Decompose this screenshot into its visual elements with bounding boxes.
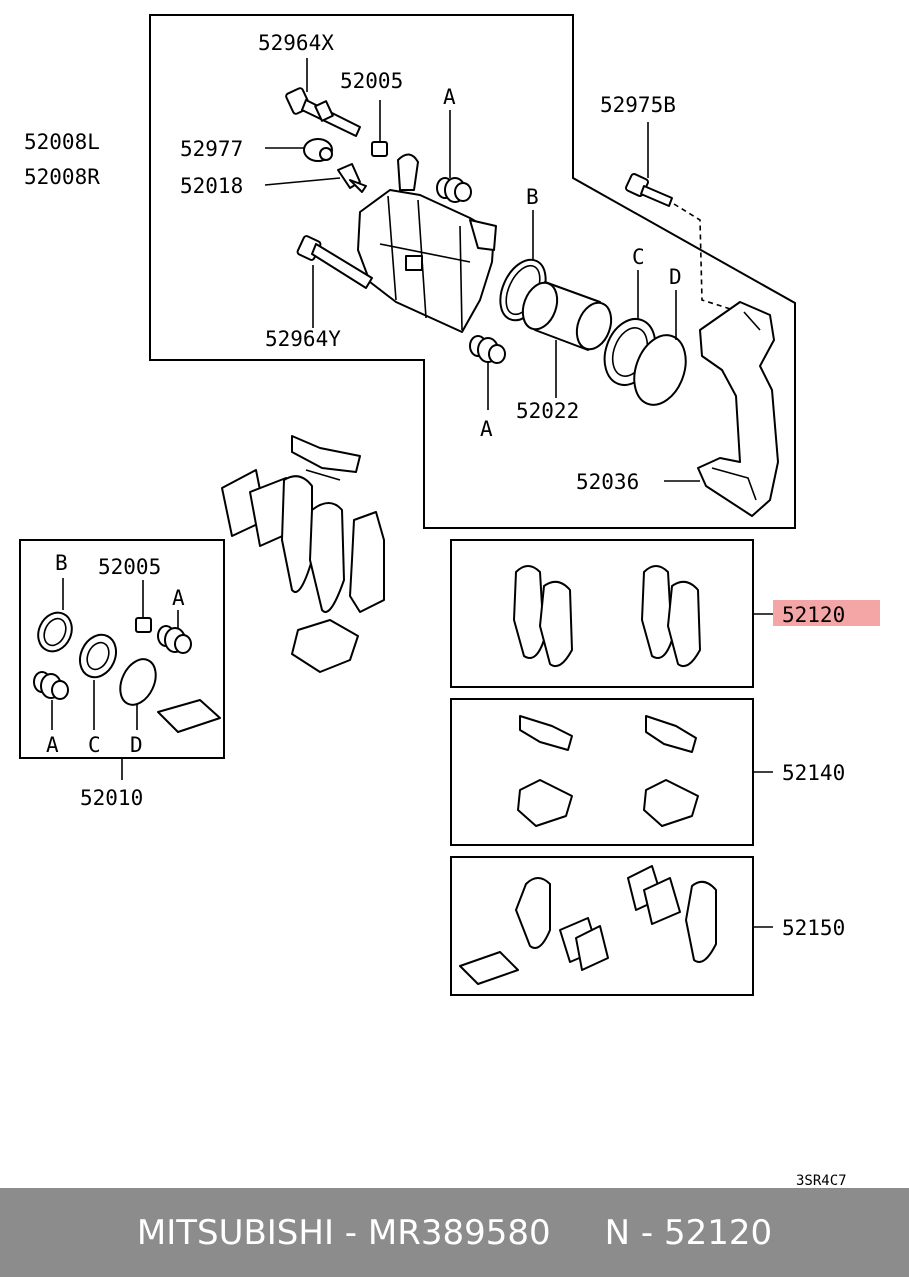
label-52975b: 52975B [600, 93, 676, 117]
label-52010: 52010 [80, 786, 143, 810]
label-kit-a-top: A [172, 586, 185, 610]
label-52977: 52977 [180, 137, 243, 161]
label-52036: 52036 [576, 470, 639, 494]
label-b-top: B [526, 185, 539, 209]
support-bracket-52036 [697, 301, 779, 517]
footer-bar: MITSUBISHI - MR389580 N - 52120 [0, 1188, 909, 1277]
cap-52977 [303, 138, 333, 162]
piston-52022 [521, 281, 613, 351]
label-52140: 52140 [782, 761, 845, 785]
label-kit-a: A [46, 733, 59, 757]
label-kit-c: C [88, 733, 101, 757]
brake-caliper-diagram: 52964X 52005 A 52975B 52008L 52008R 5297… [19, 14, 880, 1188]
caliper-body [357, 153, 497, 333]
kit-52150-shims [459, 865, 717, 985]
boot-a-top [436, 177, 472, 203]
sleeve-52005 [371, 141, 388, 157]
kit-52140-box [450, 698, 754, 846]
bolt-52975b [625, 173, 673, 207]
footer-part-title: MITSUBISHI - MR389580 N - 52120 [136, 1212, 773, 1253]
kit-52120-box [450, 539, 754, 688]
kit-52140-clips [517, 715, 699, 827]
label-a-top: A [443, 85, 456, 109]
label-52964y: 52964Y [265, 327, 341, 351]
label-kit-b: B [55, 551, 68, 575]
label-kit-52005: 52005 [98, 555, 161, 579]
kit-52150-box [450, 856, 754, 996]
label-a-bottom: A [480, 417, 493, 441]
loose-pad-set [221, 435, 385, 673]
label-52120: 52120 [782, 603, 845, 627]
ring-d [633, 334, 687, 406]
guide-pin-x [285, 87, 361, 137]
kit-52010-parts [33, 611, 221, 733]
label-52008l: 52008L [24, 130, 100, 154]
caliper-assembly-frame [149, 14, 796, 529]
label-52018: 52018 [180, 174, 243, 198]
diagram-code: 3SR4C7 [796, 1173, 847, 1188]
label-52005-top: 52005 [340, 69, 403, 93]
label-c-top: C [632, 245, 645, 269]
label-d-top: D [669, 265, 682, 289]
boot-a-bottom [469, 335, 506, 364]
kit-52120-pads [513, 565, 701, 668]
label-52150: 52150 [782, 916, 845, 940]
label-52022: 52022 [516, 399, 579, 423]
highlight-52120 [773, 600, 880, 626]
label-52008r: 52008R [24, 165, 100, 189]
guide-pin-y [296, 235, 373, 289]
label-kit-d: D [130, 733, 143, 757]
label-52964x: 52964X [258, 31, 334, 55]
bleeder-52018 [337, 163, 367, 193]
